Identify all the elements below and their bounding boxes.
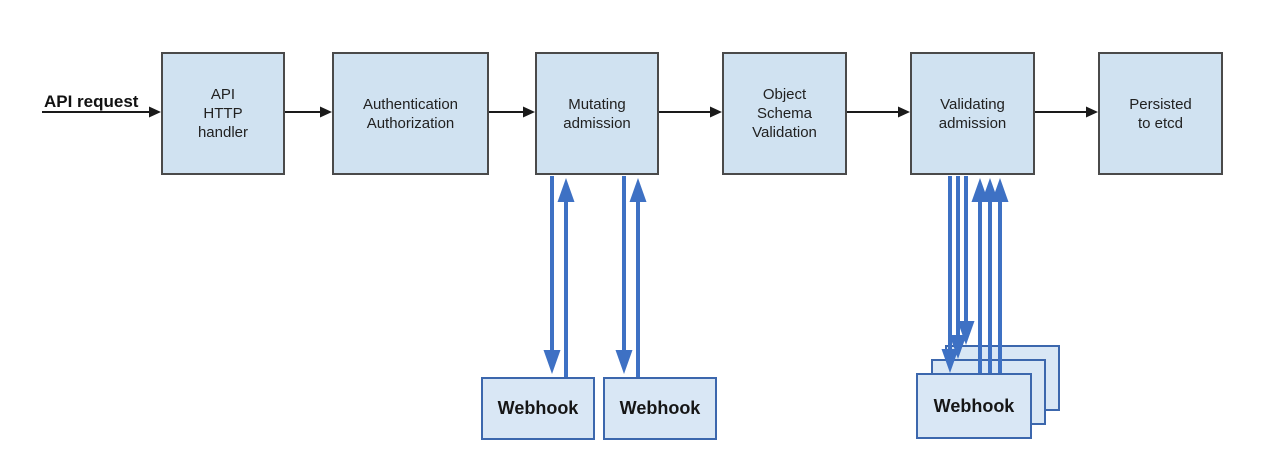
validating-webhook-call-arrow-down-2: [949, 176, 967, 359]
validating-webhook-return-arrow-up-2: [981, 178, 999, 373]
node-api-http-handler-label: API HTTP handler: [197, 86, 249, 141]
validating-webhook-front-label: Webhook: [933, 395, 1015, 416]
validating-webhook-return-arrow-up-1: [971, 178, 989, 373]
flow-arrow-auth-to-mutating: [489, 106, 535, 118]
mutating-webhook-2: Webhook: [603, 377, 717, 440]
mutating-webhook-2-label: Webhook: [619, 398, 701, 418]
api-request-label: API request: [44, 92, 139, 111]
validating-webhook-front: Webhook: [916, 373, 1032, 439]
mutating-webhook-2-call-arrow-down: [615, 176, 633, 374]
node-mutating-admission: Mutating admission: [535, 52, 659, 175]
mutating-webhook-2-return-arrow-up: [629, 178, 647, 377]
node-authentication-authorization-label: Authentication Authorization: [362, 95, 459, 132]
node-validating-admission-label: Validating admission: [938, 95, 1007, 132]
mutating-webhook-1-call-arrow-down: [543, 176, 561, 374]
mutating-webhook-1: Webhook: [481, 377, 595, 440]
node-object-schema-validation-label: Object Schema Validation: [752, 86, 817, 141]
flow-arrow-schema-to-validating: [847, 106, 910, 118]
validating-webhook-return-arrow-up-3: [991, 178, 1009, 373]
node-authentication-authorization: Authentication Authorization: [332, 52, 489, 175]
validating-webhook-call-arrow-down-3: [957, 176, 975, 345]
flow-arrow-mutating-to-schema: [659, 106, 722, 118]
flow-arrow-handler-to-auth: [285, 106, 332, 118]
node-object-schema-validation: Object Schema Validation: [722, 52, 847, 175]
mutating-webhook-1-label: Webhook: [497, 398, 579, 418]
node-api-http-handler: API HTTP handler: [161, 52, 285, 175]
node-validating-admission: Validating admission: [910, 52, 1035, 175]
node-persisted-to-etcd: Persisted to etcd: [1098, 52, 1223, 175]
validating-webhook-call-arrow-down-1: [941, 176, 959, 373]
flow-arrow-validating-to-etcd: [1035, 106, 1098, 118]
node-persisted-to-etcd-label: Persisted to etcd: [1129, 95, 1192, 132]
mutating-webhook-1-return-arrow-up: [557, 178, 575, 377]
node-mutating-admission-label: Mutating admission: [563, 95, 631, 132]
